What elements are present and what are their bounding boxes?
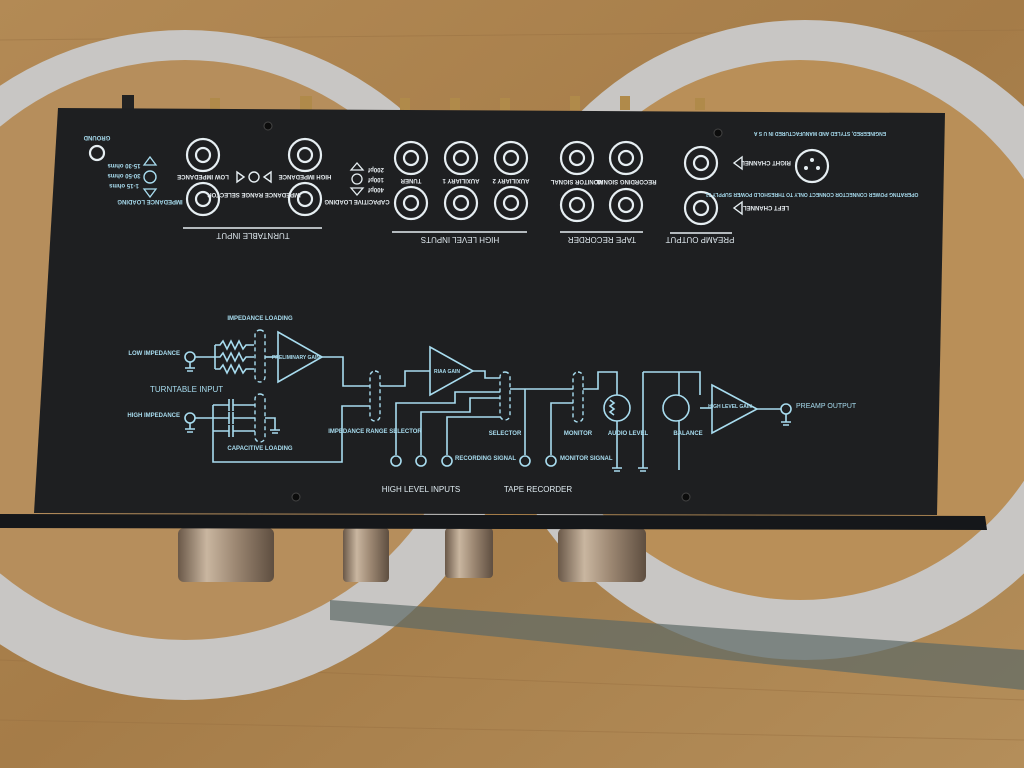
tuner-label: TUNER [400, 177, 421, 183]
imp-value-2: 30-50 ohms [107, 172, 141, 178]
sch-preliminary-gain: PRELIMINARY GAIN [272, 355, 320, 361]
high-impedance-label: HIGH IMPEDANCE [279, 173, 332, 179]
sch-turntable-input: TURNTABLE INPUT [150, 385, 223, 394]
cap-value-3: 400pf [367, 186, 384, 192]
aux1-label: AUXILIARY 1 [442, 177, 480, 183]
made-in-label: ENGINEERED, STYLED AND MANUFACTURED IN U… [754, 130, 887, 136]
recording-signal-label: RECORDING SIGNAL [595, 178, 656, 184]
high-level-jacks [393, 140, 529, 221]
impedance-loading-switch[interactable] [142, 155, 158, 199]
sch-monitor: MONITOR [564, 431, 593, 437]
audio-level-knob[interactable] [178, 528, 274, 582]
imp-value-1: 15-30 ohms [107, 162, 141, 168]
sch-selector: SELECTOR [489, 431, 522, 437]
aux2-label: AUXILIARY 2 [492, 177, 530, 183]
front-knobs [178, 528, 646, 582]
low-impedance-label: LOW IMPEDANCE [177, 173, 229, 179]
block-diagram: LOW IMPEDANCE IMPEDANCE LOADING PRELIMIN… [127, 316, 857, 494]
riaa-gain-amp [429, 345, 475, 397]
preliminary-gain-amp [277, 330, 324, 384]
turntable-jacks [185, 137, 323, 217]
impedance-range-switch[interactable] [236, 170, 272, 184]
selector-switch [499, 371, 511, 421]
top-cover-panel [34, 108, 945, 515]
impedance-loading-label: IMPEDANCE LOADING [117, 198, 183, 204]
impedance-range-label: IMPEDANCE RANGE SELECTOR [207, 191, 301, 197]
balance-knob[interactable] [558, 528, 646, 582]
power-note-label: OPERATING POWER CONNECTOR CONNECT ONLY T… [705, 191, 918, 197]
preamp-output-jacks [683, 145, 743, 226]
sch-riaa-gain: RIAA GAIN [434, 369, 460, 375]
balance-pot [662, 394, 690, 422]
monitor-knob[interactable] [445, 528, 493, 578]
preamp-output-label: PREAMP OUTPUT [666, 235, 735, 244]
ground-terminal[interactable] [88, 144, 106, 162]
monitor-signal-label: MONITOR SIGNAL [550, 178, 603, 184]
high-level-inputs-label: HIGH LEVEL INPUTS [421, 235, 499, 244]
left-channel-label: LEFT CHANNEL [743, 204, 789, 210]
sch-impedance-loading: IMPEDANCE LOADING [227, 316, 293, 322]
sch-tape-recorder: TAPE RECORDER [504, 485, 573, 494]
connector-panel: GROUND 15-30 ohms 30-50 ohms 1-15 ohms I… [83, 130, 918, 244]
imp-value-3: 1-15 ohms [109, 182, 139, 188]
impedance-range-selector-switch [369, 370, 381, 422]
screws [263, 121, 723, 502]
sch-capacitive-loading: CAPACITIVE LOADING [227, 446, 293, 452]
tape-recorder-label: TAPE RECORDER [568, 235, 637, 244]
sch-balance: BALANCE [673, 431, 702, 437]
sch-high-impedance: HIGH IMPEDANCE [127, 413, 180, 419]
capacitive-loading-switch[interactable] [349, 162, 365, 196]
front-panel-edge [0, 514, 987, 530]
rear-connectors [122, 95, 705, 111]
sch-high-level-inputs: HIGH LEVEL INPUTS [382, 485, 460, 494]
sch-recording-signal: RECORDING SIGNAL [455, 456, 516, 462]
sch-low-impedance: LOW IMPEDANCE [128, 351, 180, 357]
right-channel-label: RIGHT CHANNEL [741, 159, 791, 165]
high-level-gain-amp [711, 383, 759, 435]
sch-high-level-gain: HIGH LEVEL GAIN [708, 404, 752, 410]
capacitive-loading-label: CAPACITIVE LOADING [324, 198, 390, 204]
cap-value-2: 100pf [367, 176, 384, 182]
power-connector[interactable] [794, 148, 830, 184]
glass-edge [330, 600, 1024, 690]
sch-monitor-signal: MONITOR SIGNAL [560, 456, 613, 462]
cap-value-1: 200pf [367, 166, 384, 172]
turntable-input-label: TURNTABLE INPUT [216, 231, 289, 240]
ground-label: GROUND [83, 134, 110, 140]
monitor-switch [572, 371, 584, 423]
sch-impedance-range-selector: IMPEDANCE RANGE SELECTOR [328, 429, 422, 435]
sch-preamp-output: PREAMP OUTPUT [796, 403, 857, 410]
tape-jacks [559, 140, 644, 223]
sch-audio-level: AUDIO LEVEL [608, 431, 649, 437]
selector-knob[interactable] [343, 528, 389, 582]
